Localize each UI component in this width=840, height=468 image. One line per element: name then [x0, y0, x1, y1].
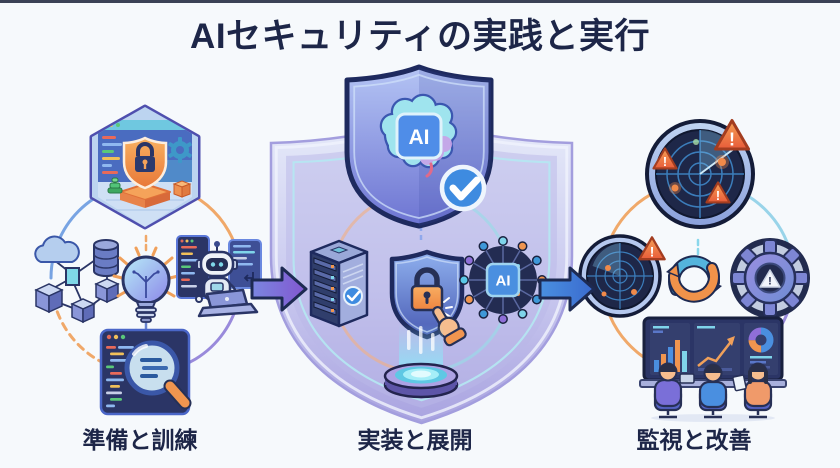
stage-label-implementation: 実装と展開 [357, 427, 473, 453]
laptop-icon [197, 288, 259, 318]
svg-text:!: ! [716, 189, 720, 203]
svg-text:!: ! [650, 244, 655, 259]
radar-alerts-large-icon: ! ! ! [640, 112, 760, 236]
top-border-strip [0, 0, 840, 3]
gear-teeth [731, 239, 809, 317]
verified-check-badge [439, 164, 487, 212]
stage-label-preparation: 準備と訓練 [82, 427, 198, 453]
cube-icon [172, 180, 192, 198]
warning-triangle-icon: ! [638, 236, 666, 261]
server-cubes [34, 278, 120, 324]
gear-icon [168, 137, 192, 163]
svg-text:!: ! [768, 276, 772, 288]
warning-triangle-icon: ! [714, 119, 750, 151]
stage-label-monitoring: 監視と改善 [636, 427, 752, 453]
stage-arrow-1 [250, 265, 308, 313]
ai-chip: AI [395, 112, 443, 160]
deploy-pedestal-icon [381, 324, 461, 399]
svg-text:!: ! [729, 129, 735, 149]
gear-alert-icon: ! [728, 234, 812, 320]
bar-chart-panel [650, 323, 690, 375]
data-network-icon [26, 232, 120, 324]
warning-triangle-icon: ! [652, 147, 678, 170]
code-panel [228, 239, 262, 289]
svg-text:AI: AI [409, 126, 430, 149]
page-title: AIセキュリティの実践と実行 [190, 17, 650, 56]
ai-brain-shield-icon: AI [343, 64, 495, 229]
server-stack-icon [303, 236, 375, 330]
code-lines [102, 136, 122, 174]
cloud-icon [34, 235, 80, 263]
code-review-magnifier-icon [99, 326, 194, 418]
analyst-person [732, 362, 773, 408]
pointer-hand-icon [432, 306, 467, 347]
analyst-person [653, 362, 695, 408]
stage-arrow-2 [538, 265, 596, 313]
magnifier-icon [124, 340, 192, 410]
radar-blips [669, 139, 729, 194]
donut-chart-panel [744, 323, 778, 375]
coding-robot-icon [176, 230, 262, 318]
lock-shield-click-icon [386, 248, 468, 347]
svg-text:AI: AI [496, 273, 511, 290]
database-icon [93, 239, 119, 277]
lightbulb-idea-icon [110, 246, 182, 330]
warning-triangle-icon: ! [759, 269, 781, 288]
shield-lock-icon [122, 136, 168, 190]
secure-dev-hexagon-badge [86, 104, 204, 230]
monitoring-team-dashboard-icon [638, 316, 788, 422]
code-lines [106, 346, 134, 408]
ai-network-chip-icon: AI [459, 236, 547, 326]
warning-triangle-icon: ! [705, 181, 731, 204]
analyst-person [698, 363, 728, 409]
stack-icon [107, 177, 123, 194]
svg-text:!: ! [663, 155, 667, 169]
improvement-cycle-arrows-icon [664, 240, 724, 314]
